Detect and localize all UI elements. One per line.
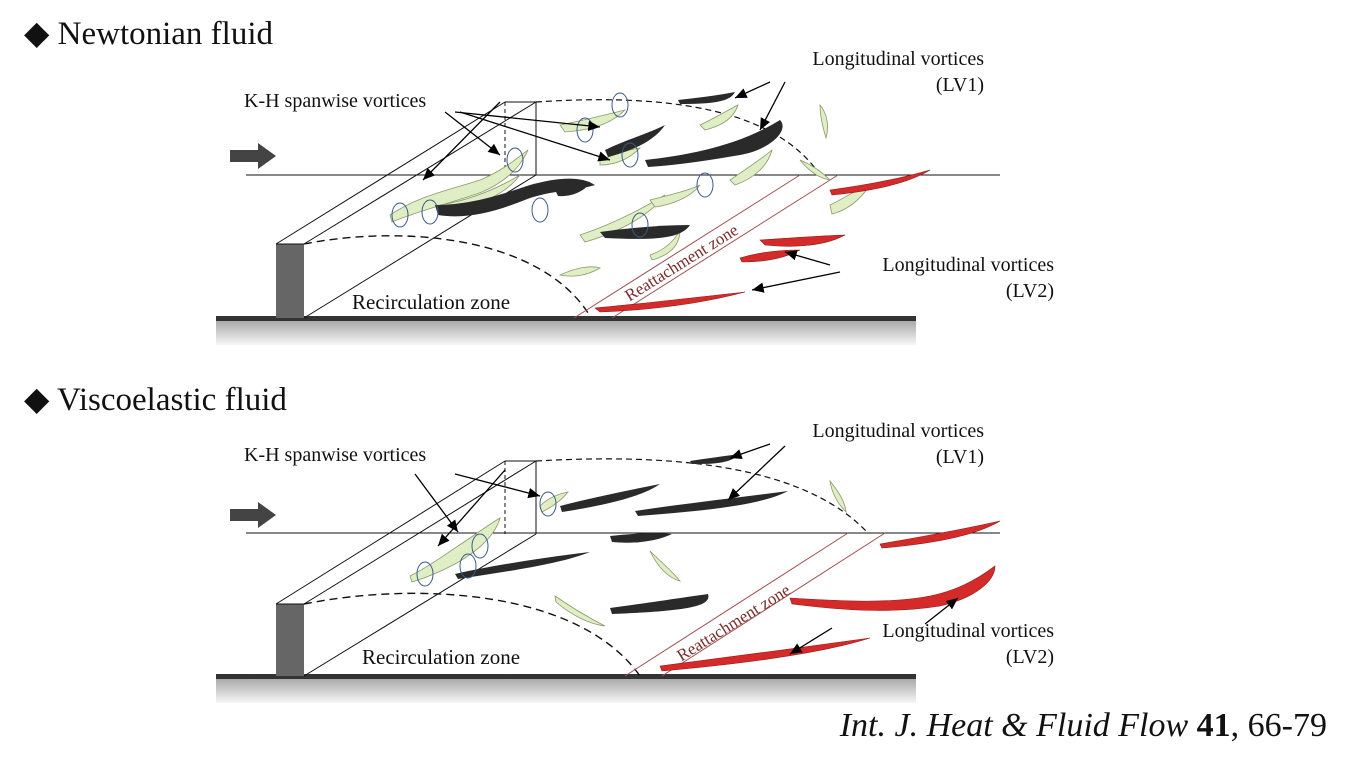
newtonian-lv1-label: Longitudinal vortices (LV1) bbox=[768, 48, 984, 96]
rotation-marks bbox=[416, 491, 557, 587]
dark-vortices bbox=[435, 92, 783, 239]
dark-vortices bbox=[455, 454, 788, 614]
floor-shadow bbox=[216, 679, 916, 703]
inlet-arrow bbox=[230, 143, 276, 169]
kh-vortices bbox=[409, 479, 847, 627]
viscoelastic-lv2-line2: (LV2) bbox=[1005, 646, 1054, 668]
viscoelastic-lv1-line1: Longitudinal vortices bbox=[812, 420, 984, 442]
newtonian-diagram bbox=[216, 81, 1000, 345]
newtonian-lv2-label: Longitudinal vortices (LV2) bbox=[838, 254, 1054, 302]
newtonian-kh-label: K-H spanwise vortices bbox=[244, 90, 427, 112]
viscoelastic-lv1-label: Longitudinal vortices (LV1) bbox=[768, 420, 984, 468]
recirculation-boundary bbox=[303, 592, 641, 677]
newtonian-lv1-line1: Longitudinal vortices bbox=[812, 48, 984, 70]
recirculation-boundary bbox=[303, 235, 591, 317]
viscoelastic-lv1-line2: (LV1) bbox=[935, 446, 984, 468]
backward-step bbox=[276, 244, 304, 318]
viscoelastic-kh-label: K-H spanwise vortices bbox=[244, 444, 427, 466]
upper-boundary bbox=[535, 458, 869, 534]
inlet-arrow bbox=[230, 502, 276, 528]
upper-boundary bbox=[535, 99, 821, 176]
reattachment-band bbox=[624, 532, 886, 677]
viscoelastic-heading: ◆ Viscoelastic fluid bbox=[24, 382, 287, 418]
backward-step bbox=[276, 604, 304, 676]
newtonian-lv2-line2: (LV2) bbox=[1005, 280, 1054, 302]
reattachment-band bbox=[573, 174, 839, 319]
newtonian-heading: ◆ Newtonian fluid bbox=[24, 16, 273, 52]
channel-floor bbox=[216, 316, 916, 321]
floor-shadow bbox=[216, 321, 916, 345]
newtonian-lv1-line2: (LV1) bbox=[935, 74, 984, 96]
viscoelastic-lv2-line1: Longitudinal vortices bbox=[882, 620, 1054, 642]
newtonian-recirculation-label: Recirculation zone bbox=[352, 290, 511, 314]
annotation-arrows bbox=[422, 81, 841, 293]
citation-pages: , 66-79 bbox=[1230, 707, 1327, 744]
newtonian-lv2-line1: Longitudinal vortices bbox=[882, 254, 1054, 276]
viscoelastic-lv2-label: Longitudinal vortices (LV2) bbox=[838, 620, 1054, 668]
lv2-vortices bbox=[659, 520, 1001, 672]
channel-floor bbox=[216, 674, 916, 679]
viscoelastic-recirculation-label: Recirculation zone bbox=[362, 645, 521, 669]
citation-volume: 41 bbox=[1196, 707, 1231, 744]
viscoelastic-diagram bbox=[216, 443, 1001, 703]
annotation-arrows bbox=[414, 443, 959, 655]
citation: Int. J. Heat & Fluid Flow 41, 66-79 bbox=[840, 707, 1327, 745]
citation-journal: Int. J. Heat & Fluid Flow bbox=[839, 707, 1189, 744]
